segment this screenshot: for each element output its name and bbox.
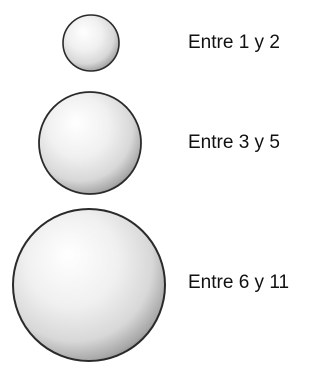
legend-label-3-5: Entre 3 y 5 <box>188 133 280 152</box>
sphere-large-icon <box>13 209 165 361</box>
sphere-small-icon <box>63 15 119 71</box>
legend-label-6-11: Entre 6 y 11 <box>188 273 289 292</box>
legend-label-1-2: Entre 1 y 2 <box>188 33 280 52</box>
sphere-medium-icon <box>39 92 141 194</box>
